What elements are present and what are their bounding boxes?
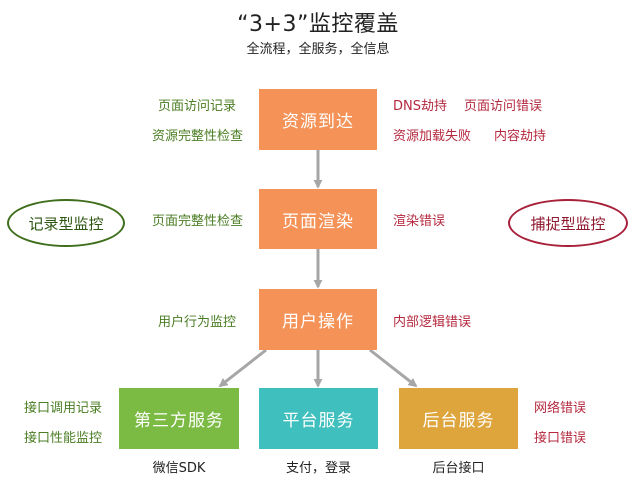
diagram-subtitle: 全流程，全服务，全信息 — [246, 42, 390, 57]
label-user-behavior-monitoring: 用户行为监控 — [158, 315, 237, 330]
caption-wechat-sdk: 微信SDK — [152, 461, 206, 476]
label-page-integrity-check: 页面完整性检查 — [152, 214, 244, 229]
capture-monitoring-oval: 捕捉型监控 — [508, 199, 628, 247]
label-resource-integrity-check: 资源完整性检查 — [152, 129, 244, 144]
diagram-title: “3+3”监控覆盖 — [237, 12, 399, 37]
service-platform: 平台服务 — [259, 388, 378, 449]
stage-resource-arrival: 资源到达 — [259, 89, 377, 150]
record-monitoring-oval: 记录型监控 — [7, 199, 125, 247]
label-resource-load-failure: 资源加载失败 — [393, 129, 472, 144]
label-api-call-record: 接口调用记录 — [24, 401, 103, 416]
label-api-error: 接口错误 — [534, 431, 587, 446]
stage-user-operation: 用户操作 — [259, 289, 377, 350]
label-api-performance-monitoring: 接口性能监控 — [24, 431, 103, 446]
label-internal-logic-error: 内部逻辑错误 — [393, 315, 472, 330]
label-network-error: 网络错误 — [534, 401, 587, 416]
label-render-error: 渲染错误 — [393, 214, 446, 229]
label-content-hijack: 内容劫持 — [494, 129, 547, 144]
label-dns-hijack: DNS劫持 — [393, 99, 447, 114]
stage-page-render: 页面渲染 — [259, 189, 377, 249]
caption-payment-login: 支付，登录 — [285, 461, 351, 476]
label-page-visit-error: 页面访问错误 — [464, 99, 543, 114]
service-backend: 后台服务 — [399, 388, 518, 449]
caption-backend-api: 后台接口 — [432, 461, 485, 476]
arrow-operate-to-backend — [369, 348, 418, 388]
service-third-party: 第三方服务 — [119, 388, 239, 449]
arrow-operate-to-third-party — [218, 348, 267, 388]
label-page-visit-record: 页面访问记录 — [158, 99, 237, 114]
